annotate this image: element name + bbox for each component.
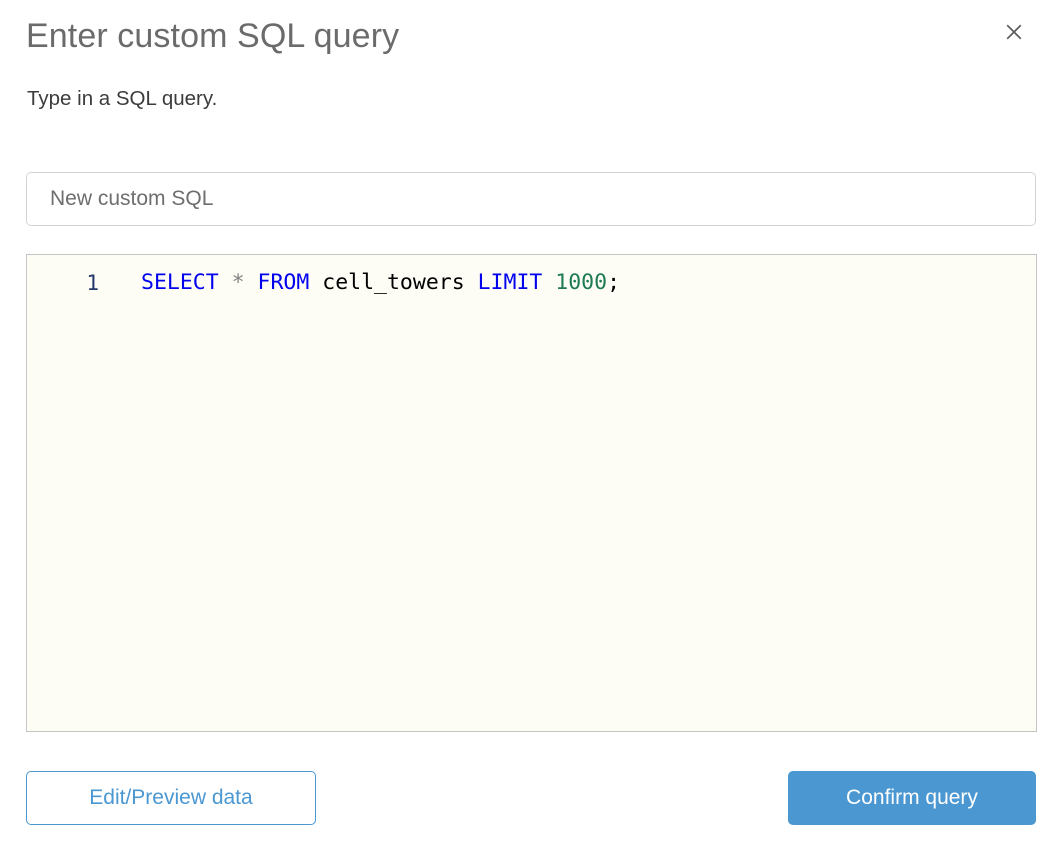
close-icon[interactable] xyxy=(998,16,1030,48)
close-icon-glyph xyxy=(1006,24,1022,40)
code-token-keyword: FROM xyxy=(257,270,310,295)
page-title: Enter custom SQL query xyxy=(26,17,400,55)
code-token-punct: ; xyxy=(607,270,621,295)
code-token-plain xyxy=(542,270,555,295)
code-token-number: 1000 xyxy=(555,270,608,295)
sql-editor[interactable]: 1 SELECT * FROM cell_towers LIMIT 1000; xyxy=(26,254,1037,732)
confirm-query-button[interactable]: Confirm query xyxy=(788,771,1036,825)
code-token-ident: cell_towers xyxy=(322,270,465,295)
query-name-input[interactable] xyxy=(26,172,1036,226)
dialog-subtitle: Type in a SQL query. xyxy=(27,87,218,110)
edit-preview-data-button[interactable]: Edit/Preview data xyxy=(26,771,316,825)
code-token-plain xyxy=(465,270,478,295)
line-number: 1 xyxy=(86,271,99,295)
code-token-keyword: LIMIT xyxy=(477,270,543,295)
code-token-plain xyxy=(219,270,232,295)
code-token-plain xyxy=(309,270,322,295)
code-token-operator: * xyxy=(231,270,245,295)
code-line-content: SELECT * FROM cell_towers LIMIT 1000; xyxy=(99,266,620,300)
code-token-plain xyxy=(245,270,258,295)
code-token-keyword: SELECT xyxy=(141,270,219,295)
code-line: 1 SELECT * FROM cell_towers LIMIT 1000; xyxy=(27,266,1036,300)
